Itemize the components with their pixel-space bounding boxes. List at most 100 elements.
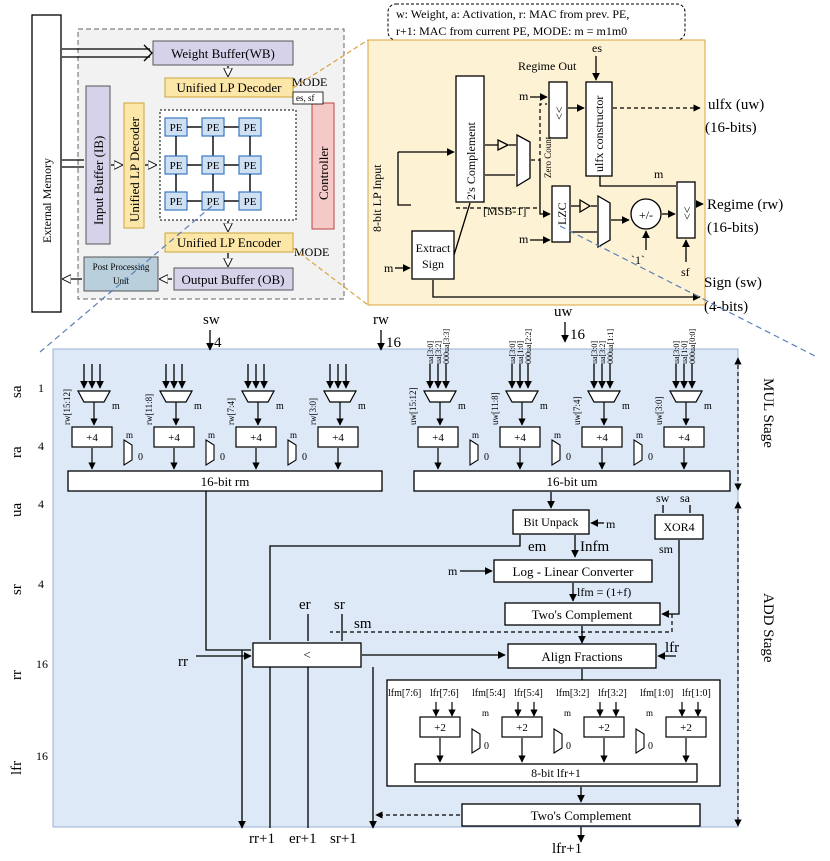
sw-input-label: sw [203, 312, 220, 328]
rw-input-label: rw [373, 312, 389, 328]
lfr1-output-label: lfr+1 [552, 841, 582, 857]
carry-mux [633, 439, 643, 466]
lfr-input-label: lfr [9, 761, 25, 775]
ua-slice-label: ua[3:0] [508, 341, 517, 364]
unified-lp-decoder-side-label: Unified LP Decoder [127, 116, 142, 222]
plus4-adder [499, 426, 541, 448]
er1-output-label: er+1 [289, 831, 317, 847]
plus4-adder [71, 426, 113, 448]
carry-zero-label: 0 [484, 452, 489, 463]
log-linear-block [493, 559, 653, 583]
lf-slice-label: lfr[7:6] [430, 688, 459, 699]
em-label: em [528, 539, 547, 555]
weight-slice-label: rw[11:8] [144, 394, 154, 425]
carry-zero-label: 0 [302, 452, 307, 463]
ua-slice-label: ua[3:2] [434, 341, 443, 364]
regime-label: Regime (rw) [707, 197, 783, 213]
align-fractions-block [507, 643, 657, 669]
carry-mux [551, 439, 561, 466]
rm-register-label: 16-bit rm [201, 474, 250, 489]
pe-label: PE [207, 196, 220, 208]
plus4-adder-label: +4 [596, 432, 608, 444]
lfr-width-label: 16 [36, 749, 48, 763]
legend-line-1: w: Weight, a: Activation, r: MAC from pr… [396, 7, 629, 21]
carry-mux [469, 439, 479, 466]
ra-input-label: ra [9, 446, 25, 458]
ra-width-label: 4 [38, 439, 44, 453]
lfm-eq-label: lfm = (1+f) [577, 585, 631, 599]
sign-label: Sign (sw) [704, 275, 762, 291]
plus4-adder [153, 426, 195, 448]
mul-mux [322, 390, 358, 403]
carry-zero-label: 0 [648, 452, 653, 463]
pe-label: PE [207, 122, 220, 134]
post-processing-label-2: Unit [113, 276, 130, 286]
infm-label: Infm [580, 539, 609, 555]
sr-input-label: sr [9, 584, 25, 595]
lf-slice-label: lfm[7:6] [388, 688, 421, 699]
er-label: er [299, 597, 311, 613]
rw-width-label: 16 [386, 335, 402, 351]
ua-slice-label: ua[3:2] [598, 341, 607, 364]
uw-input-label: uw [554, 304, 573, 320]
twos-complement-label: 2's Complement [464, 122, 478, 200]
sm-label: sm [354, 616, 372, 632]
carry-m-label: m [126, 430, 133, 440]
extract-sign-block [411, 230, 455, 280]
unified-lp-encoder-label: Unified LP Encoder [177, 235, 282, 250]
mul-mux-m: m [194, 401, 202, 412]
plus2-adder [501, 716, 543, 738]
add-stage-adders: +2m0+2m0+2m0+2 [419, 702, 707, 763]
sw-width-label: 4 [214, 335, 222, 351]
lf-slice-label: lfr[5:4] [514, 688, 543, 699]
sa-width-label: 1 [38, 381, 44, 395]
plus2-adder [665, 716, 707, 738]
twos-complement-2-block [461, 803, 701, 827]
mul-mux [76, 390, 112, 403]
bit-unpack-label: Bit Unpack [524, 515, 579, 529]
plus4-adder [317, 426, 359, 448]
input-buffer-block [85, 85, 111, 245]
mul-mux [586, 390, 622, 403]
sr-width-label: 4 [38, 577, 44, 591]
mul-left-adders: mrw[15:12]+40mmrw[11:8]+40mmrw[7:4]+40mm… [62, 364, 366, 470]
add-carry-zero-label: 0 [566, 741, 571, 752]
mode-top-label: MODE [292, 75, 327, 89]
plus2-adder-label: +2 [680, 722, 692, 734]
unified-lp-decoder-side-block [123, 102, 145, 229]
um-register [413, 470, 731, 492]
sm-xor-out-label: sm [659, 542, 674, 556]
legend-line-2: r+1: MAC from current PE, MODE: m = m1m0 [396, 24, 627, 38]
plus4-adder-label: +4 [514, 432, 526, 444]
carry-zero-label: 0 [220, 452, 225, 463]
pe-label: PE [170, 196, 183, 208]
lf-slice-label: lfm[5:4] [472, 688, 505, 699]
mul-mux-m: m [358, 401, 366, 412]
m-extract-label: m [384, 261, 394, 275]
sr-label: sr [334, 597, 345, 613]
mul-mux [668, 390, 704, 403]
external-memory-block [31, 14, 62, 313]
msb-label: [MSB-1] [483, 204, 526, 218]
pe-label: PE [170, 122, 183, 134]
pe-label: PE [170, 160, 183, 172]
weight-buffer-label: Weight Buffer(WB) [171, 46, 275, 61]
ua-slice-label: 000ua[3:3] [442, 329, 451, 364]
twos-complement-1-label: Two's Complement [532, 607, 633, 622]
plus2-adder-label: +2 [598, 722, 610, 734]
regime-shift-label: << [680, 206, 694, 220]
m-log-label: m [448, 564, 458, 578]
bit-unpack-block [512, 509, 590, 535]
regime-out-label: Regime Out [518, 59, 577, 73]
ua-slice-label: 000ua[1:1] [606, 329, 615, 364]
align-fractions-label: Align Fractions [541, 649, 622, 664]
plus2-adder-label: +2 [516, 722, 528, 734]
add-carry-zero-label: 0 [648, 741, 653, 752]
sa-input-label: sa [9, 385, 25, 398]
weight-slice-label: uw[11:8] [490, 392, 500, 425]
mul-mux [158, 390, 194, 403]
es-sf-label: es, sf [296, 93, 315, 103]
carry-zero-label: 0 [566, 452, 571, 463]
rr1-output-label: rr+1 [249, 831, 275, 847]
